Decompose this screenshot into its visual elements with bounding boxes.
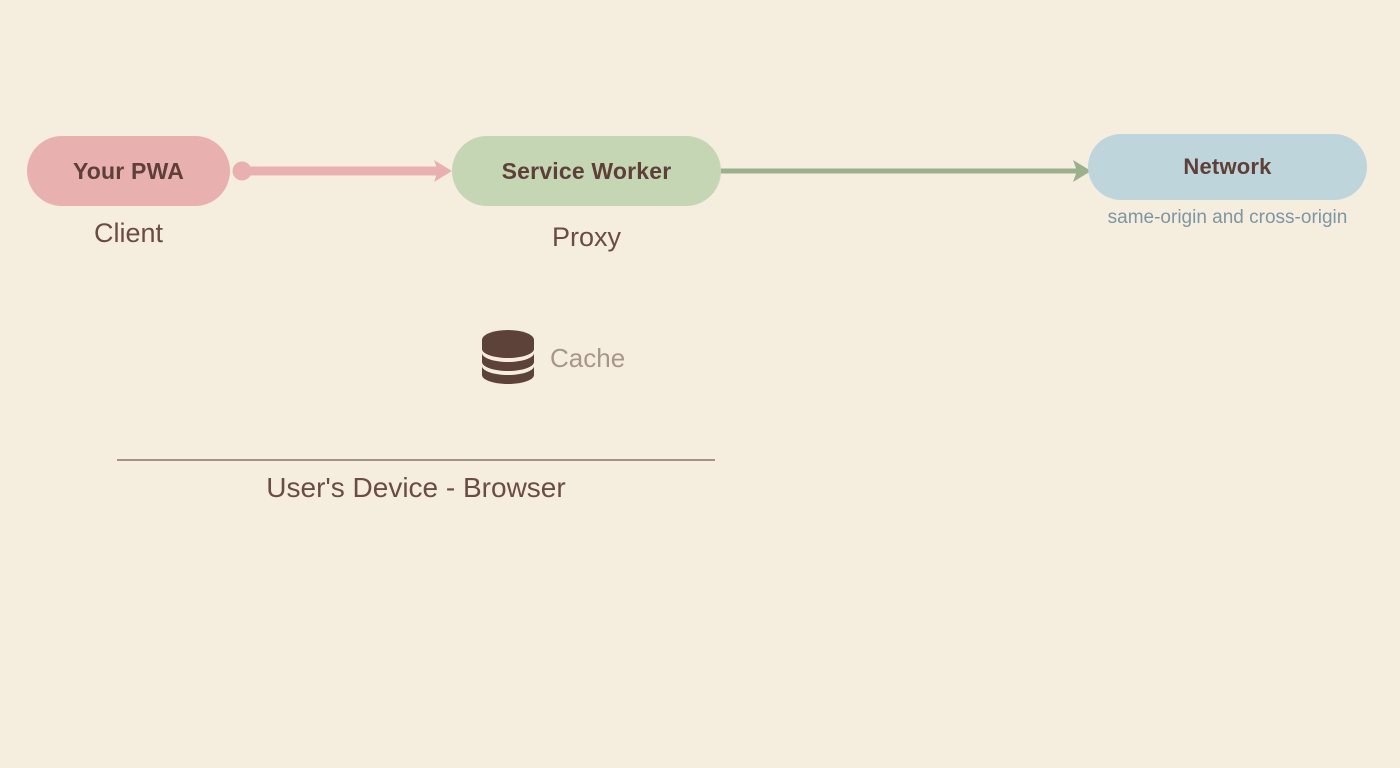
edge-arrowhead-icon (434, 160, 452, 182)
node-network-caption: same-origin and cross-origin (1107, 207, 1348, 228)
device-boundary-label: User's Device - Browser (266, 472, 566, 503)
edge-start-circle-icon (232, 161, 252, 181)
cache-label: Cache (550, 342, 626, 373)
edge-arrowhead-icon (1073, 160, 1091, 182)
node-network[interactable]: Network (1088, 134, 1367, 200)
device-boundary-divider (117, 459, 715, 461)
node-network-label: Network (1183, 154, 1272, 179)
database-icon (482, 330, 534, 384)
node-service-worker[interactable]: Service Worker (452, 136, 721, 206)
cache-storage[interactable]: Cache (480, 328, 625, 388)
node-your-pwa-label: Your PWA (72, 157, 185, 184)
node-your-pwa-caption: Client (93, 218, 164, 248)
edge-service-worker-to-network (716, 160, 1091, 182)
edge-pwa-to-service-worker (232, 160, 452, 182)
node-your-pwa[interactable]: Your PWA (27, 136, 230, 206)
node-service-worker-caption: Proxy (551, 222, 622, 252)
node-service-worker-label: Service Worker (501, 157, 672, 184)
